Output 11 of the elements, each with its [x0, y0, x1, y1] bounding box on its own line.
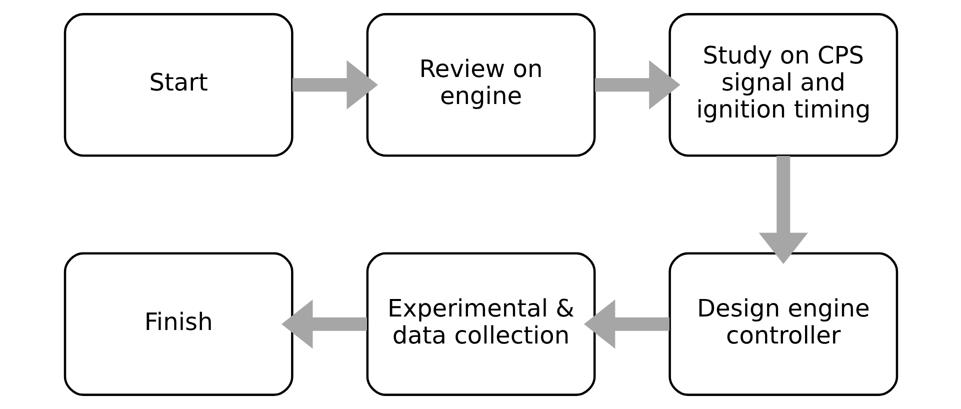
- node-box: Finish: [63, 252, 293, 396]
- node-box: Design engine controller: [668, 252, 898, 396]
- node-box: Review on engine: [366, 13, 596, 157]
- arrow: [594, 60, 680, 110]
- node-box: Start: [63, 13, 293, 157]
- node-box: Experimental & data collection: [366, 252, 596, 396]
- arrow: [292, 60, 378, 110]
- arrow: [758, 156, 808, 264]
- node-box: Study on CPS signal and ignition timing: [668, 13, 898, 157]
- arrow: [281, 299, 367, 349]
- arrow: [583, 299, 669, 349]
